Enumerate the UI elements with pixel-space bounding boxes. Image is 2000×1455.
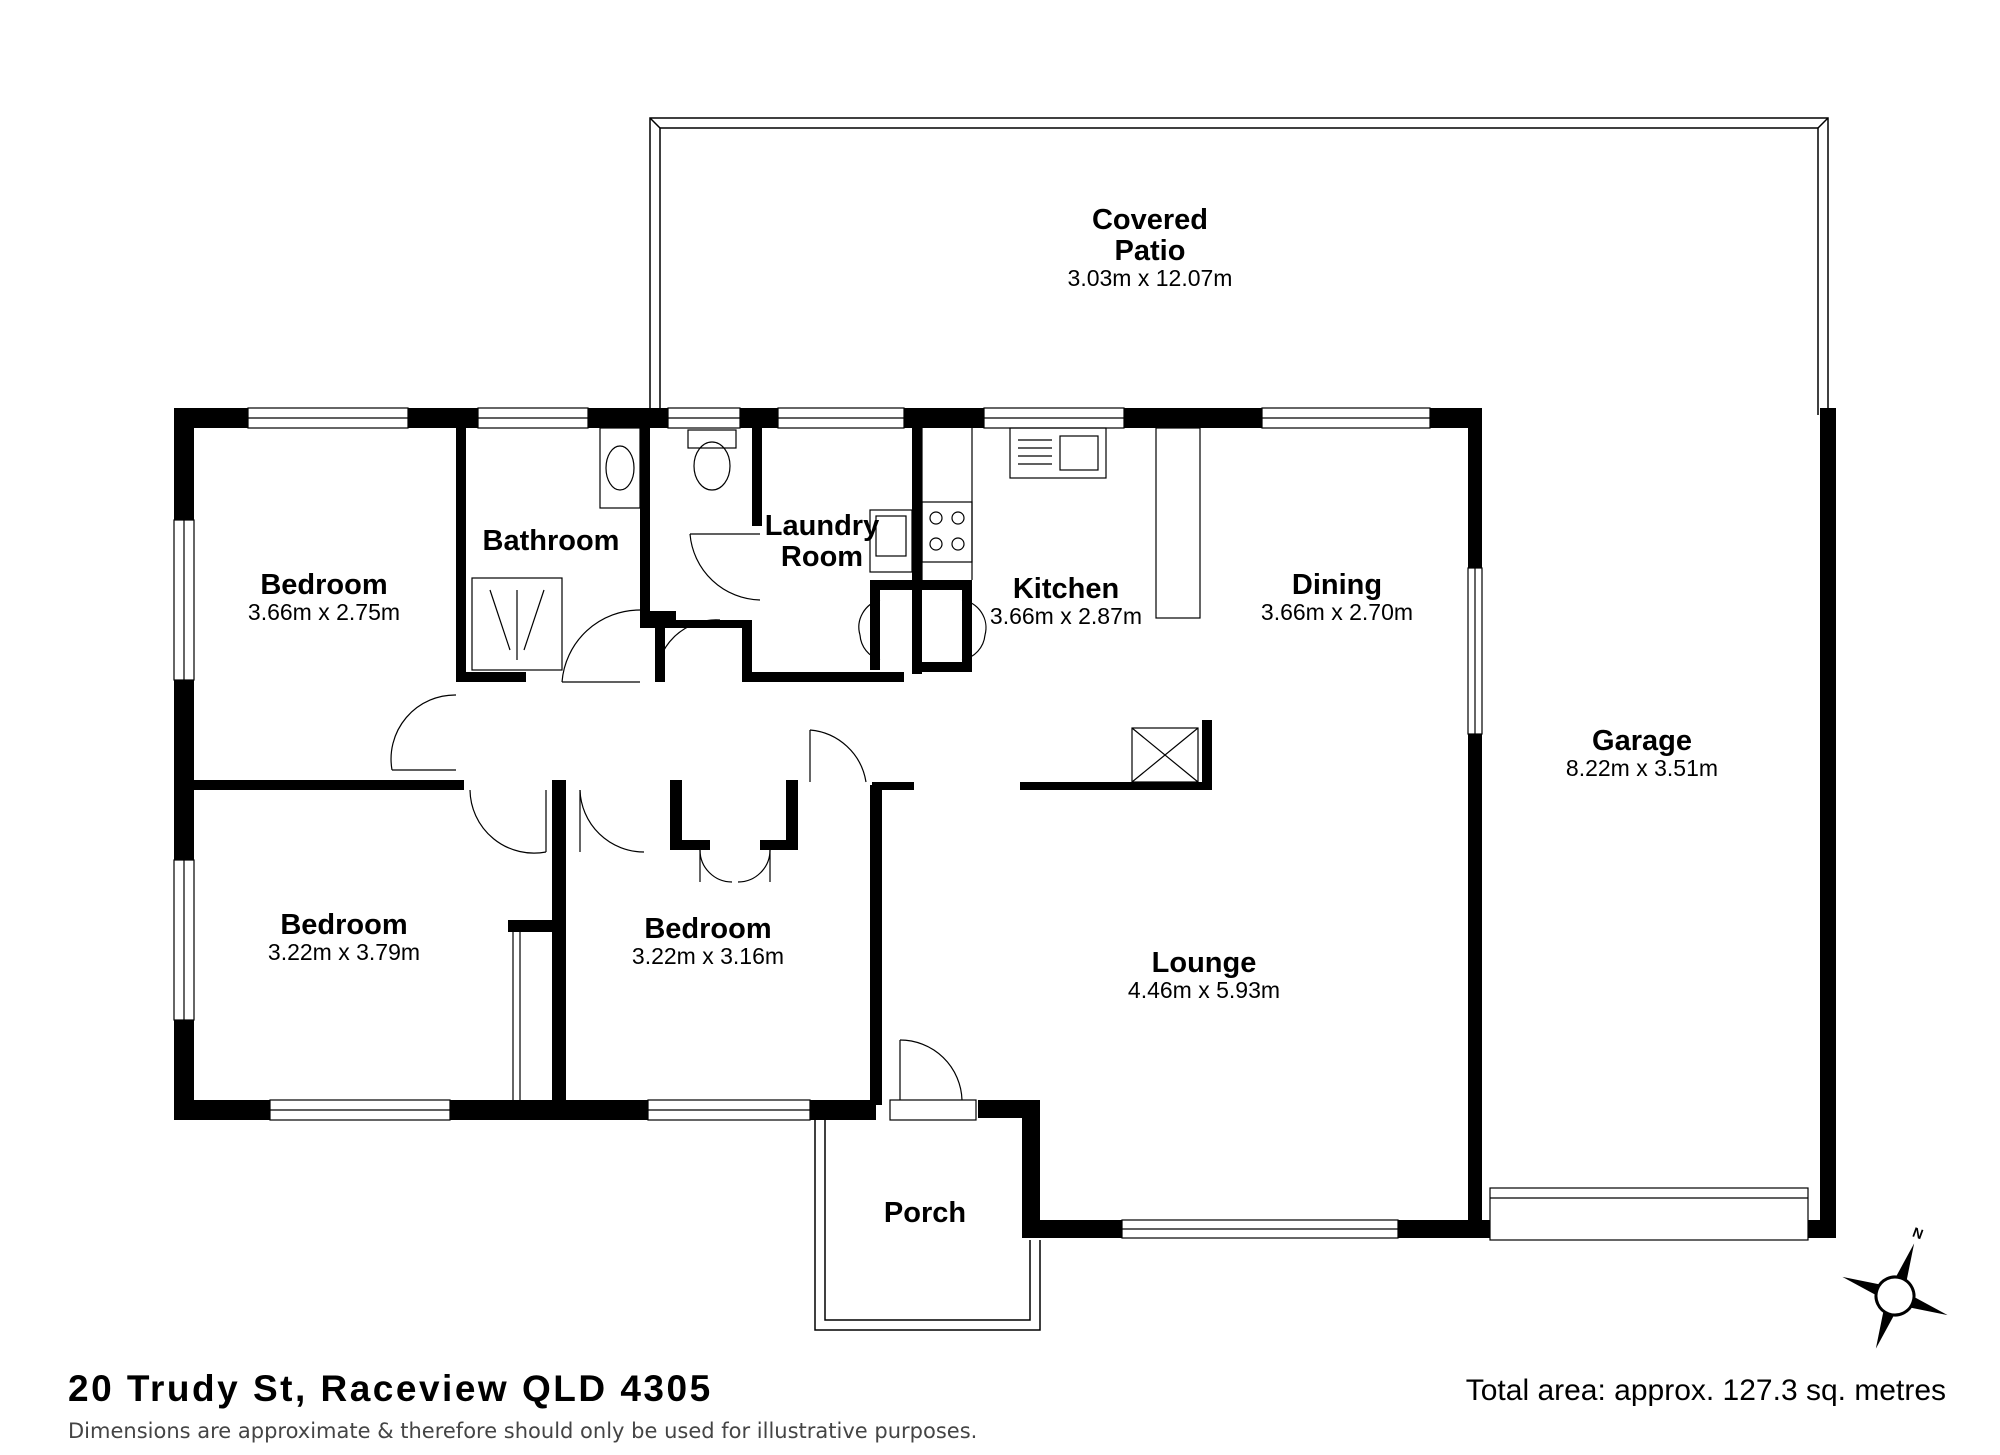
dining-label: Dining: [1292, 569, 1382, 601]
cooktop: [921, 501, 973, 563]
disclaimer-text: Dimensions are approximate & therefore s…: [68, 1419, 978, 1443]
lounge-dims: 4.46m x 5.93m: [1128, 977, 1280, 1003]
bathroom-label: Bathroom: [483, 525, 620, 557]
porch-label: Porch: [884, 1197, 966, 1229]
covered-patio-outline: [649, 117, 1829, 415]
laundry-label-1: Laundry: [765, 510, 879, 542]
fixtures: [471, 427, 1201, 783]
laundry-tub: [869, 509, 913, 573]
vanity: [599, 427, 641, 509]
garage-dims: 8.22m x 3.51m: [1566, 755, 1718, 781]
shower: [471, 577, 563, 671]
covered-patio-dims: 3.03m x 12.07m: [1068, 265, 1233, 291]
laundry-label-2: Room: [781, 541, 863, 573]
toilet-cistern: [687, 429, 737, 449]
kitchen-label: Kitchen: [1013, 573, 1119, 605]
garage-label: Garage: [1592, 725, 1692, 757]
total-area-text: Total area: approx. 127.3 sq. metres: [1465, 1374, 1946, 1407]
dining-dims: 3.66m x 2.70m: [1261, 599, 1413, 625]
toilet-bowl: [693, 441, 731, 491]
island-bench: [1155, 427, 1201, 619]
bedroom1-label: Bedroom: [260, 569, 387, 601]
bedroom3-dims: 3.22m x 3.16m: [632, 943, 784, 969]
compass-north-label: N: [1910, 1224, 1925, 1242]
doors: [390, 533, 987, 1121]
fridge-space: [1131, 727, 1199, 783]
bedroom2-dims: 3.22m x 3.79m: [268, 939, 420, 965]
porch-outline: [814, 1115, 1041, 1331]
compass-icon: N: [1842, 1224, 1948, 1349]
windows: [173, 407, 1809, 1241]
room-labels: Covered Patio 3.03m x 12.07m Bedroom 3.6…: [248, 204, 1718, 1229]
bedroom2-label: Bedroom: [280, 909, 407, 941]
basin: [605, 445, 635, 491]
bedroom1-dims: 3.66m x 2.75m: [248, 599, 400, 625]
property-address: 20 Trudy St, Raceview QLD 4305: [68, 1368, 713, 1409]
bedroom3-label: Bedroom: [644, 913, 771, 945]
kitchen-dims: 3.66m x 2.87m: [990, 603, 1142, 629]
lounge-label: Lounge: [1152, 947, 1257, 979]
covered-patio-label-1: Covered: [1092, 204, 1208, 236]
kitchen-sink: [1009, 427, 1107, 479]
covered-patio-label-2: Patio: [1115, 235, 1186, 267]
